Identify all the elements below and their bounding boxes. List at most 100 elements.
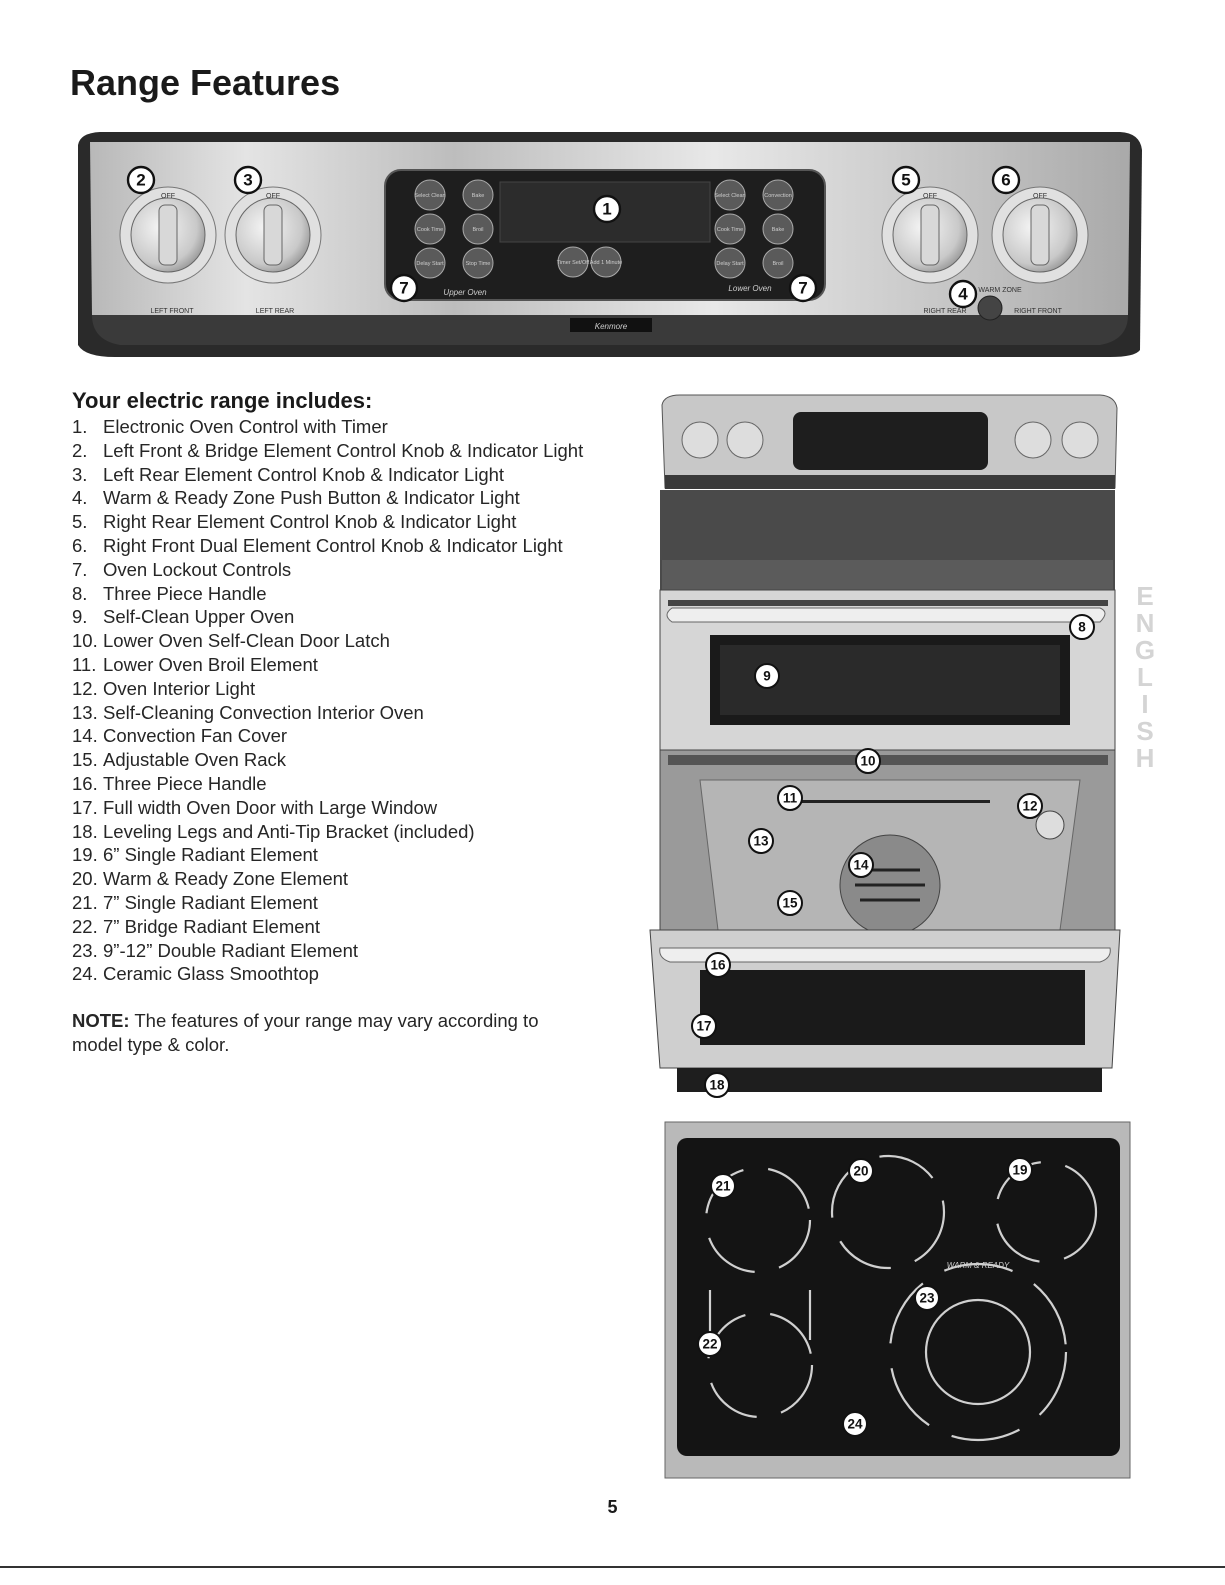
list-item: 20.Warm & Ready Zone Element bbox=[72, 867, 583, 891]
list-item-number: 3. bbox=[72, 463, 88, 485]
callout-4: 4 bbox=[948, 279, 978, 309]
page-number: 5 bbox=[607, 1497, 618, 1517]
svg-text:11: 11 bbox=[783, 791, 798, 806]
lower-oven-button[interactable]: Convection bbox=[762, 179, 794, 211]
svg-text:14: 14 bbox=[853, 858, 869, 873]
list-item: 19.6” Single Radiant Element bbox=[72, 843, 583, 867]
knob-off-label: OFF bbox=[266, 193, 280, 200]
callout-12: 12 bbox=[1017, 793, 1043, 819]
callout-1: 1 bbox=[592, 194, 622, 224]
list-item-text: Three Piece Handle bbox=[103, 582, 267, 604]
upper-oven-button[interactable]: Delay Start bbox=[414, 247, 446, 279]
list-item-number: 22. bbox=[72, 915, 98, 937]
upper-oven-button[interactable]: Broil bbox=[462, 213, 494, 245]
list-item-text: Adjustable Oven Rack bbox=[103, 749, 287, 771]
callout-23: 23 bbox=[914, 1285, 940, 1311]
side-tab-letter: S bbox=[1136, 716, 1154, 746]
list-item: 5.Right Rear Element Control Knob & Indi… bbox=[72, 510, 583, 534]
panel-button-label: Select Clean bbox=[414, 193, 445, 199]
panel-button-label: Cook Time bbox=[717, 227, 743, 233]
knob-label-right-rear: RIGHT REAR bbox=[923, 308, 966, 315]
upper-oven-button[interactable]: Stop Time bbox=[462, 247, 494, 279]
svg-text:2: 2 bbox=[136, 171, 145, 190]
panel-button-label: Stop Time bbox=[466, 261, 491, 267]
list-item-number: 8. bbox=[72, 582, 88, 604]
knob-label-left-rear: LEFT REAR bbox=[256, 308, 294, 315]
list-item-text: Warm & Ready Zone Element bbox=[103, 868, 349, 890]
lower-oven-button[interactable]: Select Clean bbox=[714, 179, 746, 211]
knob-right-rear[interactable]: OFF bbox=[881, 186, 979, 284]
upper-oven-label: Upper Oven bbox=[443, 288, 487, 297]
list-item-number: 18. bbox=[72, 820, 98, 842]
callout-24: 24 bbox=[842, 1411, 868, 1437]
lower-oven-button[interactable]: Broil bbox=[762, 247, 794, 279]
callout-2: 2 bbox=[126, 165, 156, 195]
list-item-text: Self-Cleaning Convection Interior Oven bbox=[103, 701, 424, 723]
list-item: 14.Convection Fan Cover bbox=[72, 724, 583, 748]
control-panel-illustration: Kenmore OFF OFF LEFT FRONT LEFT REAR OFF… bbox=[78, 132, 1142, 357]
svg-text:12: 12 bbox=[1022, 799, 1037, 814]
callout-8: 8 bbox=[1069, 614, 1095, 640]
knob-label-left-front: LEFT FRONT bbox=[150, 308, 194, 315]
list-item: 13.Self-Cleaning Convection Interior Ove… bbox=[72, 701, 583, 725]
callout-14: 14 bbox=[848, 852, 874, 878]
list-item-number: 20. bbox=[72, 868, 98, 890]
callout-16: 16 bbox=[705, 952, 731, 978]
list-item: 1.Electronic Oven Control with Timer bbox=[72, 415, 583, 439]
panel-button-label: Bake bbox=[472, 193, 485, 199]
warm-zone-button[interactable] bbox=[977, 295, 1003, 321]
knob-right-front[interactable]: OFF bbox=[991, 186, 1089, 284]
knob-label-right-front: RIGHT FRONT bbox=[1014, 308, 1062, 315]
knob-off-label: OFF bbox=[923, 193, 937, 200]
upper-oven-button[interactable]: Cook Time bbox=[414, 213, 446, 245]
panel-button-label: Timer Set/Off bbox=[557, 260, 590, 266]
side-tab-letter: G bbox=[1134, 635, 1156, 665]
lower-oven-button[interactable]: Delay Start bbox=[714, 247, 746, 279]
add-minute-button[interactable]: Add 1 Minute bbox=[590, 246, 622, 278]
list-item: 15.Adjustable Oven Rack bbox=[72, 748, 583, 772]
list-item-text: Leveling Legs and Anti-Tip Bracket (incl… bbox=[103, 820, 475, 842]
upper-oven-button[interactable]: Bake bbox=[462, 179, 494, 211]
svg-text:22: 22 bbox=[702, 1337, 717, 1352]
svg-text:5: 5 bbox=[901, 171, 910, 190]
callout-6: 6 bbox=[991, 165, 1021, 195]
svg-text:10: 10 bbox=[860, 754, 875, 769]
brand-label: Kenmore bbox=[595, 322, 628, 331]
callout-5: 5 bbox=[891, 165, 921, 195]
list-item: 11.Lower Oven Broil Element bbox=[72, 653, 583, 677]
side-tab-letter: H bbox=[1135, 743, 1155, 773]
svg-text:4: 4 bbox=[958, 285, 968, 304]
knob-left-front[interactable]: OFF bbox=[119, 186, 217, 284]
list-item-text: Left Rear Element Control Knob & Indicat… bbox=[103, 463, 505, 485]
cooktop-illustration: WARM & READY 19 20 21 22 23 24 bbox=[664, 1121, 1131, 1479]
list-item-text: 6” Single Radiant Element bbox=[103, 844, 318, 866]
svg-text:20: 20 bbox=[853, 1164, 868, 1179]
list-item-text: Left Front & Bridge Element Control Knob… bbox=[103, 439, 584, 461]
svg-text:1: 1 bbox=[602, 200, 611, 219]
timer-button[interactable]: Timer Set/Off bbox=[557, 246, 590, 278]
callout-18: 18 bbox=[704, 1072, 730, 1098]
list-item: 23.9”-12” Double Radiant Element bbox=[72, 939, 583, 963]
upper-oven-button[interactable]: Select Clean bbox=[414, 179, 446, 211]
lower-oven-button[interactable]: Cook Time bbox=[714, 213, 746, 245]
knob-left-rear[interactable]: OFF bbox=[224, 186, 322, 284]
panel-button-label: Select Clean bbox=[714, 193, 745, 199]
list-item-number: 19. bbox=[72, 844, 98, 866]
list-item-text: Self-Clean Upper Oven bbox=[103, 606, 295, 628]
svg-text:8: 8 bbox=[1078, 620, 1086, 635]
list-item: 9.Self-Clean Upper Oven bbox=[72, 605, 583, 629]
callout-15: 15 bbox=[777, 890, 803, 916]
list-item-text: Oven Lockout Controls bbox=[103, 558, 292, 580]
list-item-number: 12. bbox=[72, 677, 98, 699]
list-item-text: 7” Single Radiant Element bbox=[103, 891, 318, 913]
list-item-number: 16. bbox=[72, 772, 98, 794]
list-item: 22.7” Bridge Radiant Element bbox=[72, 915, 583, 939]
list-item-number: 13. bbox=[72, 701, 98, 723]
list-item-text: Convection Fan Cover bbox=[103, 725, 288, 747]
note: NOTE: The features of your range may var… bbox=[72, 1009, 592, 1057]
list-item-number: 10. bbox=[72, 630, 98, 652]
svg-text:16: 16 bbox=[710, 958, 726, 973]
panel-button-label: Convection bbox=[764, 193, 792, 199]
lower-oven-button[interactable]: Bake bbox=[762, 213, 794, 245]
